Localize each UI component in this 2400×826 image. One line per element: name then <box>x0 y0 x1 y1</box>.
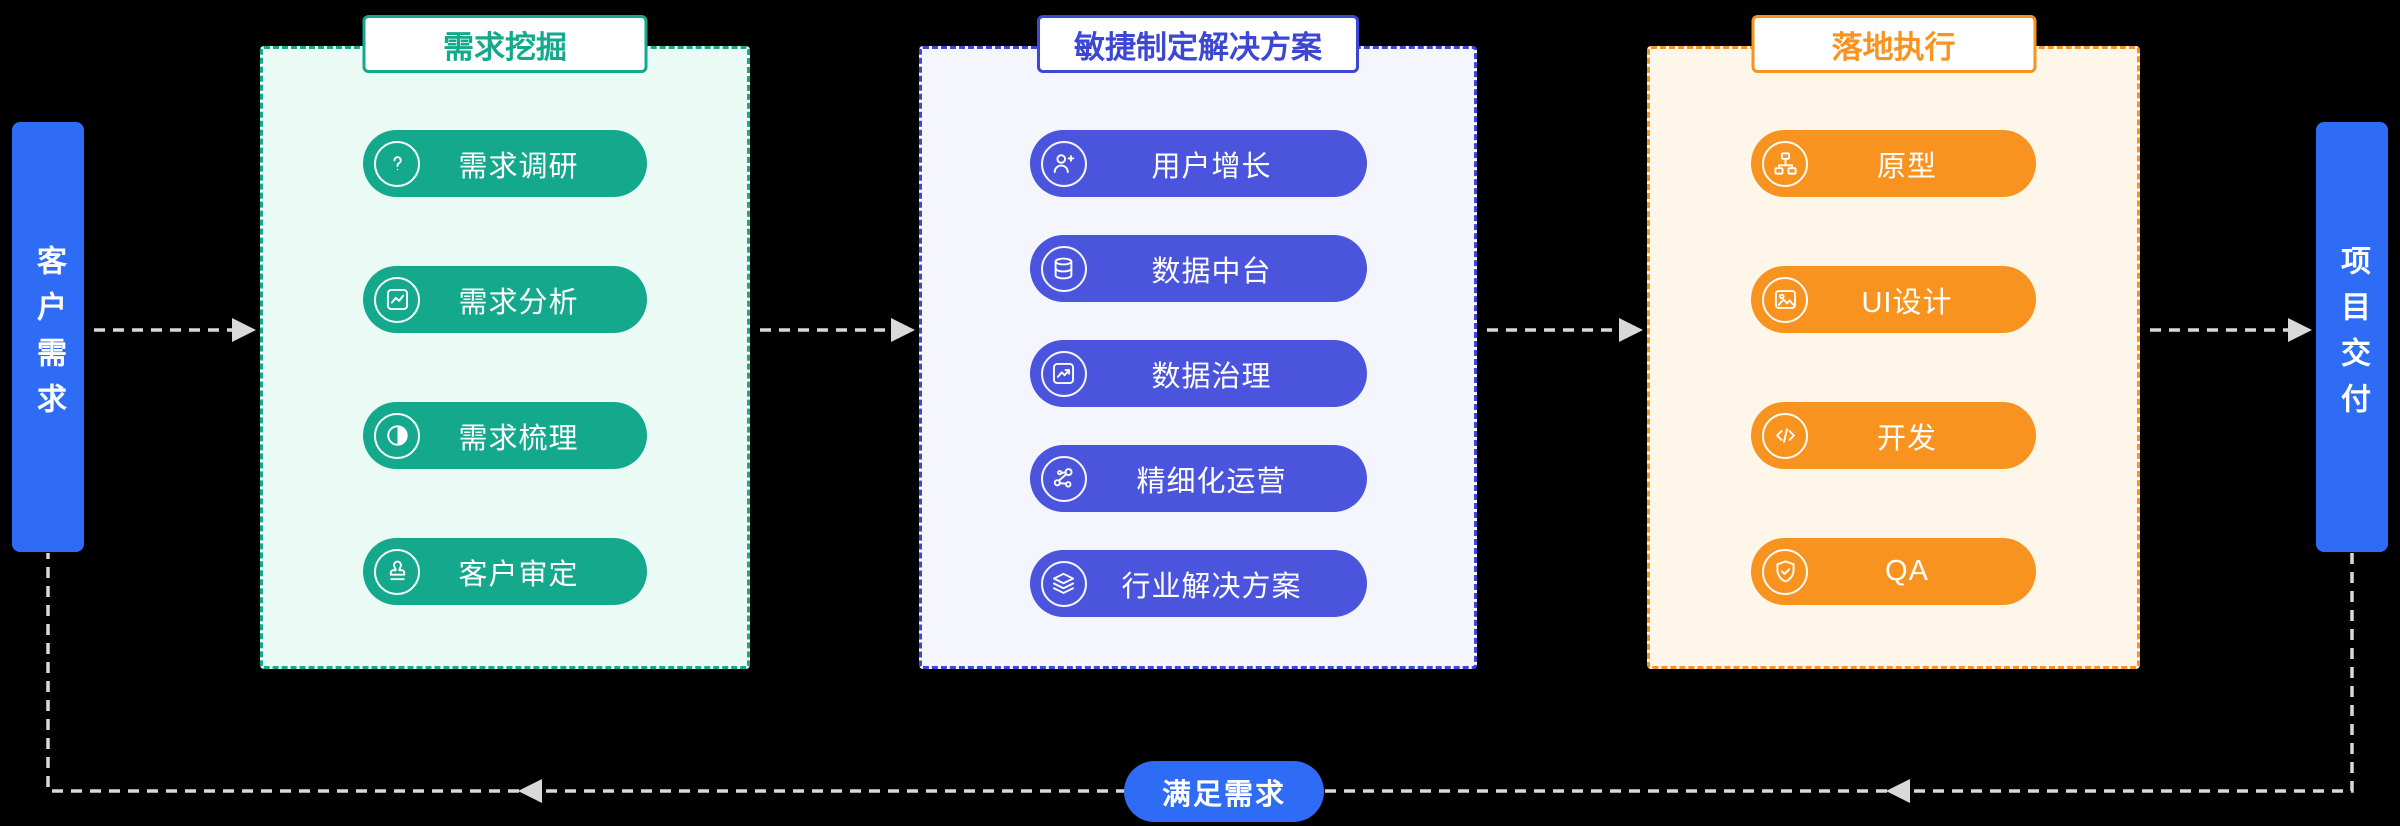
pill-execution: 开发 <box>1751 402 2036 469</box>
customer-requirements-label: 客户需求 <box>32 245 65 429</box>
sitemap-icon <box>1762 140 1808 187</box>
project-delivery-node: 项目交付 <box>2316 122 2388 552</box>
pill-label: 客户审定 <box>458 558 579 591</box>
pill-label: 行业解决方案 <box>1121 570 1302 603</box>
pill-label: 用户增长 <box>1151 150 1272 183</box>
pill-requirement-mining: 需求梳理 <box>363 402 647 469</box>
pill-agile-solution: 数据治理 <box>1029 340 1367 407</box>
pill-label: QA <box>1885 555 1929 587</box>
pill-execution: UI设计 <box>1751 266 2036 333</box>
flow-arrow-2-head <box>891 318 915 342</box>
panel-execution: 落地执行原型 UI设计开发 QA <box>1647 15 2140 669</box>
trend-chart-icon <box>374 276 420 323</box>
code-icon <box>1762 412 1808 459</box>
feedback-arrow-head-right <box>1886 779 1910 803</box>
pill-requirement-mining: 需求调研 <box>363 130 647 197</box>
database-icon <box>1040 245 1087 292</box>
shield-check-icon <box>1762 548 1808 595</box>
customer-requirements-node: 客户需求 <box>12 122 84 552</box>
panel-requirement-mining: 需求挖掘需求调研需求分析需求梳理客户审定 <box>260 15 750 669</box>
pill-label: 开发 <box>1876 422 1937 455</box>
flow-arrow-4-head <box>2288 318 2312 342</box>
pill-label: UI设计 <box>1861 286 1953 319</box>
panel-title-agile-solution: 敏捷制定解决方案 <box>1037 15 1359 73</box>
pill-execution: QA <box>1751 538 2036 605</box>
feedback-badge-label: 满足需求 <box>1161 778 1286 811</box>
pill-agile-solution: 数据中台 <box>1029 235 1367 302</box>
image-icon <box>1762 276 1808 323</box>
pill-agile-solution: 行业解决方案 <box>1029 550 1367 617</box>
feedback-badge: 满足需求 <box>1124 761 1324 822</box>
pill-execution: 原型 <box>1751 130 2036 197</box>
pill-label: 数据中台 <box>1151 255 1272 288</box>
panel-agile-solution: 敏捷制定解决方案用户增长数据中台数据治理精细化运营行业解决方案 <box>919 15 1477 669</box>
panel-title-requirement-mining: 需求挖掘 <box>362 15 648 73</box>
stamp-icon <box>374 548 420 595</box>
pill-agile-solution: 精细化运营 <box>1029 445 1367 512</box>
panel-title-execution: 落地执行 <box>1751 15 2036 73</box>
flow-arrow-3-head <box>1619 318 1643 342</box>
pill-label: 原型 <box>1876 150 1937 183</box>
pill-label: 需求梳理 <box>458 422 579 455</box>
pill-requirement-mining: 客户审定 <box>363 538 647 605</box>
network-icon <box>1040 455 1087 502</box>
feedback-arrow-head-left <box>518 779 542 803</box>
pill-agile-solution: 用户增长 <box>1029 130 1367 197</box>
user-plus-icon <box>1040 140 1087 187</box>
pill-label: 数据治理 <box>1151 360 1272 393</box>
pill-label: 需求分析 <box>458 286 579 319</box>
flow-arrow-1-head <box>232 318 256 342</box>
project-delivery-label: 项目交付 <box>2336 245 2369 429</box>
line-chart-icon <box>1040 350 1087 397</box>
pie-chart-icon <box>374 412 420 459</box>
layers-icon <box>1040 560 1087 607</box>
pill-label: 需求调研 <box>458 150 579 183</box>
pill-label: 精细化运营 <box>1136 465 1287 498</box>
pill-requirement-mining: 需求分析 <box>363 266 647 333</box>
question-icon <box>374 140 420 187</box>
